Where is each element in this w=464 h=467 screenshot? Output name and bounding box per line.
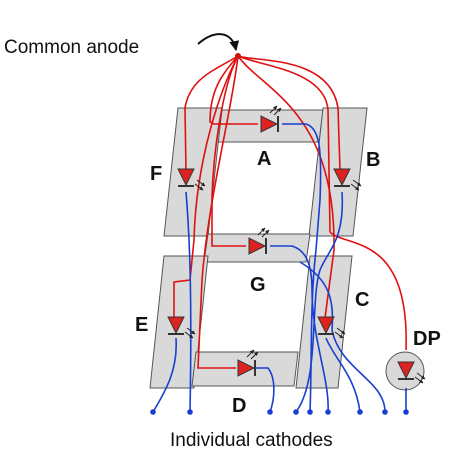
emission-arrows-icon [246,349,259,360]
anode-wires [173,55,407,369]
segment-label-a: A [257,148,271,170]
segment-label-f: F [150,163,162,185]
segment-label-c: C [355,289,369,311]
led-diode-icon [333,168,351,187]
led-a [260,105,282,133]
segment-label-g: G [250,274,266,296]
cathode-wires [152,123,407,413]
led-diode-icon [248,237,267,255]
anode-pointer-arrow-icon [197,33,240,51]
segment-label-e: E [135,314,148,336]
cathode-pin-1 [150,409,156,415]
common-anode-point [235,53,241,59]
led-d [237,349,259,377]
cathode-pins [150,409,409,415]
common-anode-label: Common anode [4,37,139,58]
cathode-pin-8 [382,409,388,415]
cathode-pin-5 [307,409,313,415]
led-diode-icon [167,316,185,335]
led-diode-icon [237,359,256,377]
led-b [333,168,362,191]
cathode-pin-4 [293,409,299,415]
emission-arrows-icon [414,372,426,384]
emission-arrows-icon [184,327,196,339]
segment-label-b: B [366,149,380,171]
led-g [248,227,270,255]
led-e [167,316,196,339]
individual-cathodes-label: Individual cathodes [170,430,333,451]
led-diode-icon [177,168,195,187]
segment-label-d: D [232,395,246,417]
led-f [177,168,206,191]
led-dp [397,361,426,384]
segment-label-dp: DP [413,328,441,350]
led-c [317,316,346,339]
emission-arrows-icon [334,327,346,339]
emission-arrows-icon [269,105,282,116]
led-diode-icon [317,316,335,335]
emission-arrows-icon [350,179,362,191]
led-diode-icon [260,115,279,133]
led-diode-icon [397,361,415,380]
cathode-pin-3 [267,409,273,415]
cathode-pin-9 [403,409,409,415]
cathode-pin-6 [325,409,331,415]
cathode-pin-7 [357,409,363,415]
emission-arrows-icon [194,179,206,191]
cathode-pin-2 [187,409,193,415]
emission-arrows-icon [257,227,270,238]
